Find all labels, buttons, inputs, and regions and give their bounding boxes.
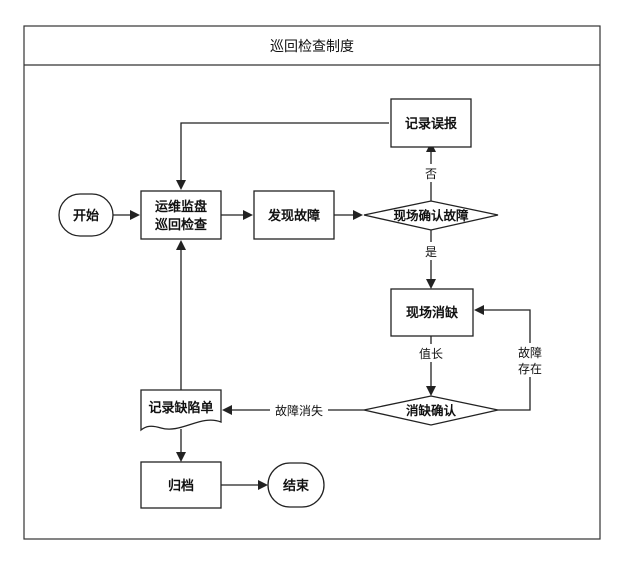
node-record-error-label: 记录误报 <box>405 117 458 132</box>
label-bg-exists <box>514 343 546 377</box>
edge-label-fault-eliminated: 故障消失 <box>275 403 323 418</box>
node-record-defect-label: 记录缺陷单 <box>148 400 213 416</box>
node-confirm-fault-label: 现场确认故障 <box>393 208 469 223</box>
edge-label-no: 否 <box>425 167 437 181</box>
node-inspect-label-1: 运维监盘 <box>155 199 207 215</box>
node-inspect-label-2: 巡回检查 <box>155 217 208 233</box>
node-archive-label: 归档 <box>168 478 194 494</box>
diagram-title: 巡回检查制度 <box>270 39 354 55</box>
label-bg-no <box>424 164 439 182</box>
edge-label-duty-chief: 值长 <box>419 346 443 361</box>
node-record-error <box>390 98 472 148</box>
node-eliminate-label: 现场消缺 <box>406 305 459 321</box>
label-bg-duty <box>416 344 446 362</box>
node-inspect <box>140 190 222 240</box>
node-archive <box>140 461 222 509</box>
node-confirm-elim-label: 消缺确认 <box>406 403 457 418</box>
node-start <box>58 193 114 237</box>
label-bg-yes <box>424 242 439 260</box>
edge-label-fault-exists-1: 故障 <box>518 345 542 360</box>
node-end <box>267 462 325 508</box>
node-record-defect <box>140 389 222 432</box>
node-end-label: 结束 <box>283 478 310 494</box>
edge-error-to-inspect <box>176 122 389 190</box>
edge-label-yes: 是 <box>425 245 437 259</box>
node-confirm-fault <box>363 200 499 231</box>
node-start-label: 开始 <box>73 208 99 224</box>
label-bg-eliminated <box>270 401 328 419</box>
node-confirm-elim <box>363 395 499 426</box>
node-find-fault <box>253 190 335 240</box>
node-eliminate <box>390 288 474 337</box>
node-find-fault-label: 发现故障 <box>267 208 320 224</box>
edge-label-fault-exists-2: 存在 <box>518 362 542 376</box>
diagram-frame <box>23 25 601 540</box>
